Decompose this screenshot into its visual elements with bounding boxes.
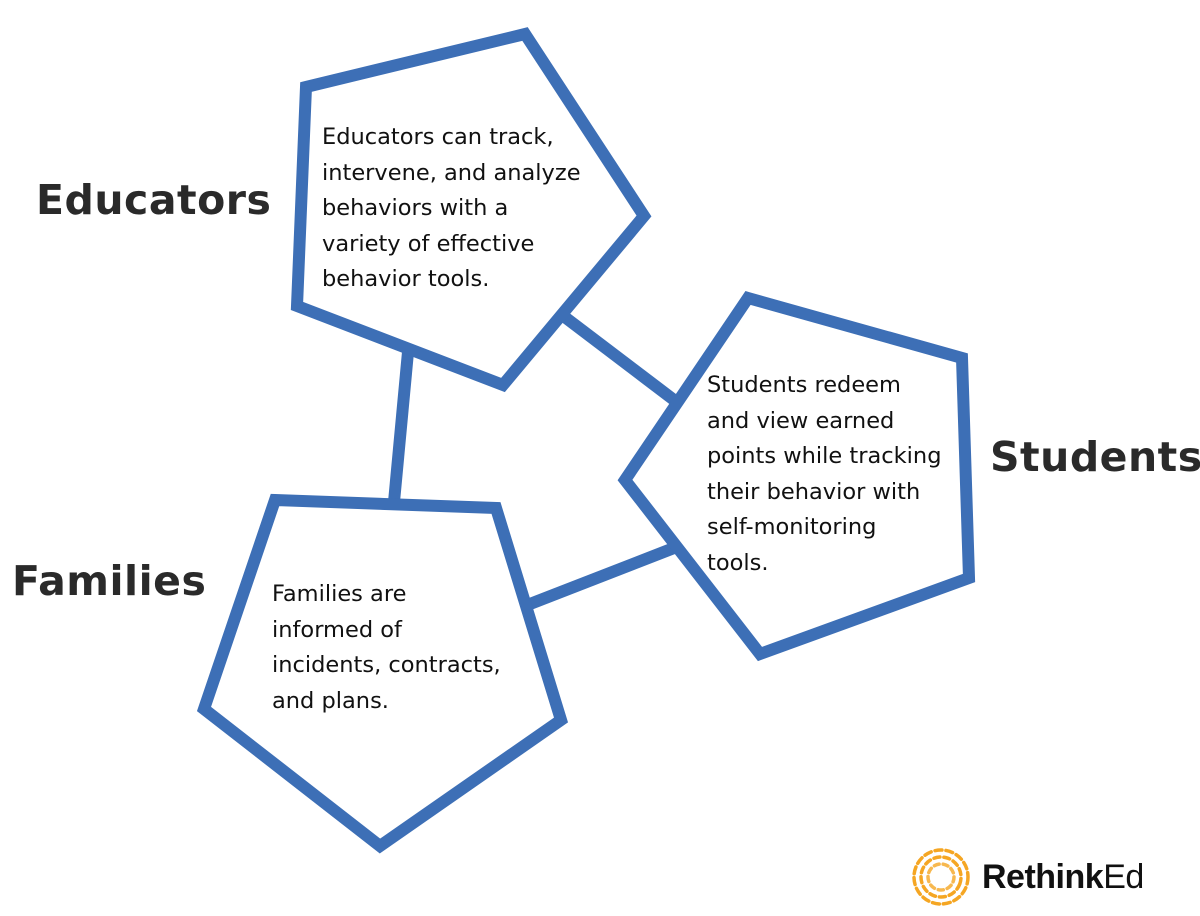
desc-line: incidents, contracts,: [272, 652, 501, 678]
desc-line: Educators can track,: [322, 124, 554, 150]
desc-line: points while tracking: [707, 443, 942, 469]
students-description: Students redeem and view earned points w…: [707, 368, 941, 581]
logo-light: Ed: [1103, 857, 1144, 896]
desc-line: self-monitoring: [707, 514, 877, 540]
connector-educators-families: [388, 351, 414, 503]
desc-line: and view earned: [707, 407, 895, 434]
students-label: Students: [990, 433, 1200, 481]
desc-line: variety of effective: [322, 230, 535, 257]
logo-bold: Rethink: [982, 857, 1104, 896]
educators-description: Educators can track, intervene, and anal…: [322, 120, 581, 298]
sun-ring-icon: [912, 848, 970, 906]
connector-families-students: [527, 542, 677, 610]
families-pentagon: [196, 493, 569, 854]
desc-line: Families are: [272, 581, 407, 607]
desc-line: tools.: [707, 549, 769, 576]
desc-line: behavior tools.: [322, 266, 490, 292]
students-pentagon: [617, 291, 976, 662]
rethinked-logo: RethinkEd: [910, 846, 1144, 908]
desc-line: their behavior with: [707, 478, 921, 505]
desc-line: Students redeem: [707, 372, 901, 398]
logo-wordmark: RethinkEd: [982, 858, 1144, 897]
families-description: Families are informed of incidents, cont…: [272, 577, 501, 719]
connector-educators-students: [562, 313, 678, 405]
desc-line: behaviors with a: [322, 195, 509, 221]
desc-line: and plans.: [272, 687, 389, 714]
educators-pentagon: [290, 27, 652, 393]
desc-line: intervene, and analyze: [322, 159, 581, 186]
desc-line: informed of: [272, 616, 402, 643]
educators-label: Educators: [36, 176, 272, 224]
families-label: Families: [12, 557, 207, 605]
